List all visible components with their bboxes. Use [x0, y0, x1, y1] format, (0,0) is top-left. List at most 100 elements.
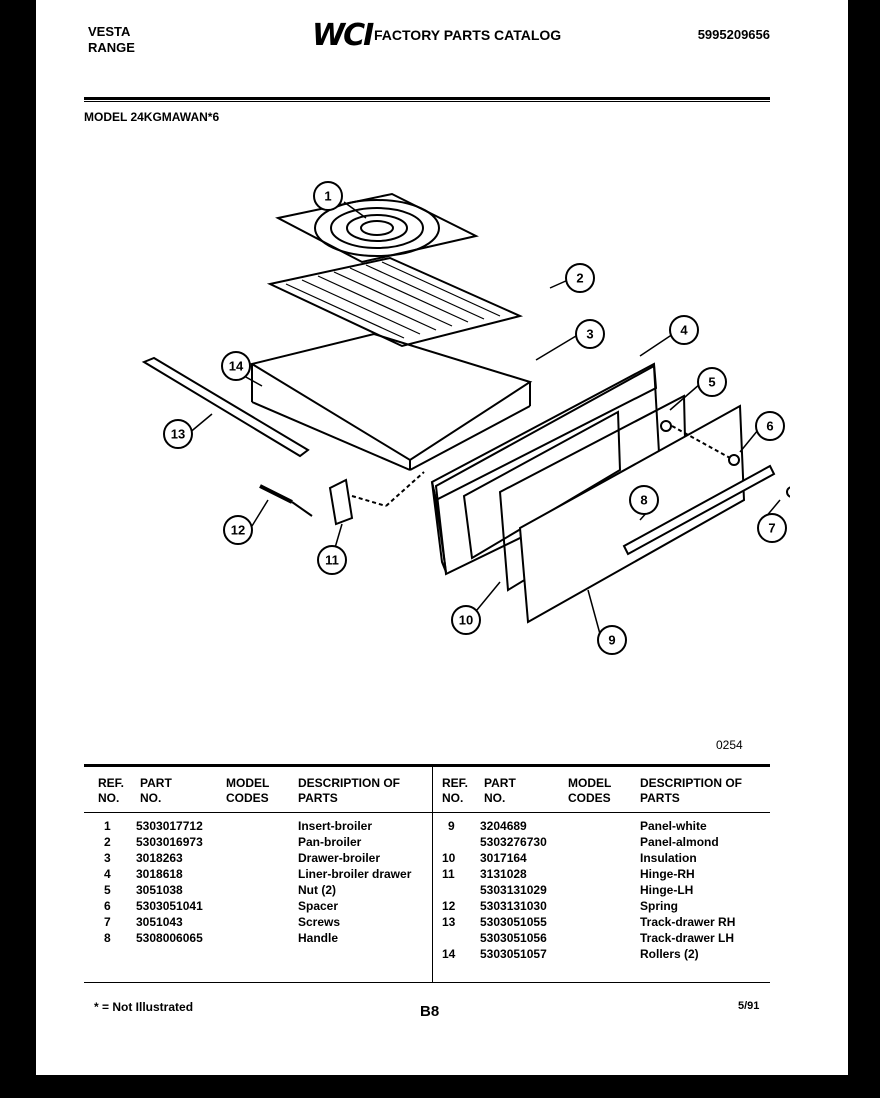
brand-block: VESTA RANGE — [88, 24, 135, 56]
left-part: 5308006065 — [136, 931, 203, 945]
right-part: 5303051055 — [480, 915, 547, 929]
header-part-no-right: PART NO. — [484, 776, 516, 805]
part-screw — [786, 486, 790, 498]
catalog-title: FACTORY PARTS CATALOG — [374, 27, 562, 43]
right-ref: 12 — [442, 899, 456, 913]
footnote: * = Not Illustrated — [94, 1000, 194, 1014]
callout-2: 2 — [565, 263, 595, 293]
callout-13: 13 — [163, 419, 193, 449]
insert-groove-mid — [330, 207, 424, 249]
table-top-rule — [84, 764, 770, 767]
right-part: 3017164 — [480, 851, 527, 865]
right-desc: Track-drawer RH — [640, 915, 736, 929]
right-desc: Panel-almond — [640, 835, 719, 849]
left-ref: 3 — [104, 851, 111, 865]
svg-text:3: 3 — [586, 327, 593, 342]
left-desc: Nut (2) — [298, 883, 336, 897]
part-track-drawer — [141, 356, 310, 458]
right-part: 5303131029 — [480, 883, 547, 897]
header-description-left: DESCRIPTION OF PARTS — [298, 776, 401, 805]
left-part: 5303017712 — [136, 819, 203, 833]
right-desc: Panel-white — [640, 819, 707, 833]
right-desc: Insulation — [640, 851, 697, 865]
header-model-codes-left: MODEL CODES — [226, 776, 270, 805]
part-spring — [259, 484, 293, 504]
header-description-right: DESCRIPTION OF PARTS — [640, 776, 743, 805]
left-ref: 4 — [104, 867, 111, 881]
part-nut — [660, 420, 672, 432]
left-part: 5303016973 — [136, 835, 203, 849]
callout-9: 9 — [597, 625, 627, 655]
svg-text:14: 14 — [229, 359, 244, 374]
left-desc: Spacer — [298, 899, 339, 913]
insert-groove-core — [360, 220, 394, 236]
svg-text:5: 5 — [708, 375, 715, 390]
model-label: MODEL 24KGMAWAN*6 — [84, 110, 220, 124]
catalog-number: 5995209656 — [697, 27, 770, 42]
right-desc: Hinge-RH — [640, 867, 695, 881]
left-part: 3018618 — [136, 867, 183, 881]
svg-text:6: 6 — [766, 419, 773, 434]
left-ref: 6 — [104, 899, 111, 913]
right-desc: Track-drawer LH — [640, 931, 735, 945]
left-part: 3051043 — [136, 915, 183, 929]
part-panel — [518, 404, 746, 624]
svg-text:13: 13 — [171, 427, 185, 442]
revision-date: 5/91 — [738, 1000, 760, 1012]
callout-12: 12 — [223, 515, 253, 545]
liner-window — [462, 410, 622, 560]
right-desc: Hinge-LH — [640, 883, 694, 897]
right-ref: 9 — [448, 819, 455, 833]
svg-text:1: 1 — [324, 189, 331, 204]
catalog-page: VESTA RANGE WCI FACTORY PARTS CATALOG 59… — [36, 0, 848, 1075]
right-part: 3131028 — [480, 867, 527, 881]
right-part: 5303276730 — [480, 835, 547, 849]
right-part: 3204689 — [480, 819, 527, 833]
table-header-rule — [84, 812, 770, 813]
header-ref-no-left: REF. NO. — [98, 776, 125, 805]
brand-line-2: RANGE — [88, 40, 135, 55]
callout-10: 10 — [451, 605, 481, 635]
left-desc: Pan-broiler — [298, 835, 362, 849]
callout-11: 11 — [317, 545, 347, 575]
table-column-divider — [432, 766, 433, 982]
header-rule-thin — [84, 101, 770, 102]
svg-text:9: 9 — [608, 633, 615, 648]
header-ref-no-right: REF. NO. — [442, 776, 469, 805]
insert-groove-outer — [314, 199, 440, 257]
left-ref: 1 — [104, 819, 111, 833]
insert-groove-inner — [346, 214, 408, 242]
right-ref: 10 — [442, 851, 456, 865]
left-desc: Screws — [298, 915, 341, 929]
svg-text:11: 11 — [325, 553, 339, 568]
right-desc: Rollers (2) — [640, 947, 699, 961]
pan-grid — [285, 261, 501, 339]
left-part: 5303051041 — [136, 899, 203, 913]
left-desc: Drawer-broiler — [298, 851, 381, 865]
diagram-parts — [141, 192, 790, 624]
left-part: 3018263 — [136, 851, 183, 865]
callout-3: 3 — [575, 319, 605, 349]
left-ref: 8 — [104, 931, 111, 945]
callout-4: 4 — [669, 315, 699, 345]
table-bottom-rule — [84, 982, 770, 983]
part-handle — [622, 464, 776, 556]
svg-text:10: 10 — [459, 613, 473, 628]
right-ref: 11 — [442, 867, 455, 881]
exploded-parts-diagram: 1 2 3 4 5 6 7 8 9 10 11 12 13 14 — [141, 181, 790, 655]
page-number: B8 — [420, 1003, 440, 1020]
figure-code: 0254 — [716, 738, 743, 752]
header-model-codes-right: MODEL CODES — [568, 776, 612, 805]
callout-markers: 1 2 3 4 5 6 7 8 9 10 11 12 13 14 — [163, 181, 787, 655]
header-rule — [84, 97, 770, 100]
callout-6: 6 — [755, 411, 785, 441]
left-desc: Liner-broiler drawer — [298, 867, 412, 881]
svg-text:2: 2 — [576, 271, 583, 286]
callout-leaders — [187, 201, 781, 635]
svg-text:8: 8 — [640, 493, 647, 508]
right-ref: 13 — [442, 915, 456, 929]
svg-text:7: 7 — [768, 521, 775, 536]
callout-14: 14 — [221, 351, 251, 381]
svg-text:12: 12 — [231, 523, 245, 538]
right-desc: Spring — [640, 899, 678, 913]
